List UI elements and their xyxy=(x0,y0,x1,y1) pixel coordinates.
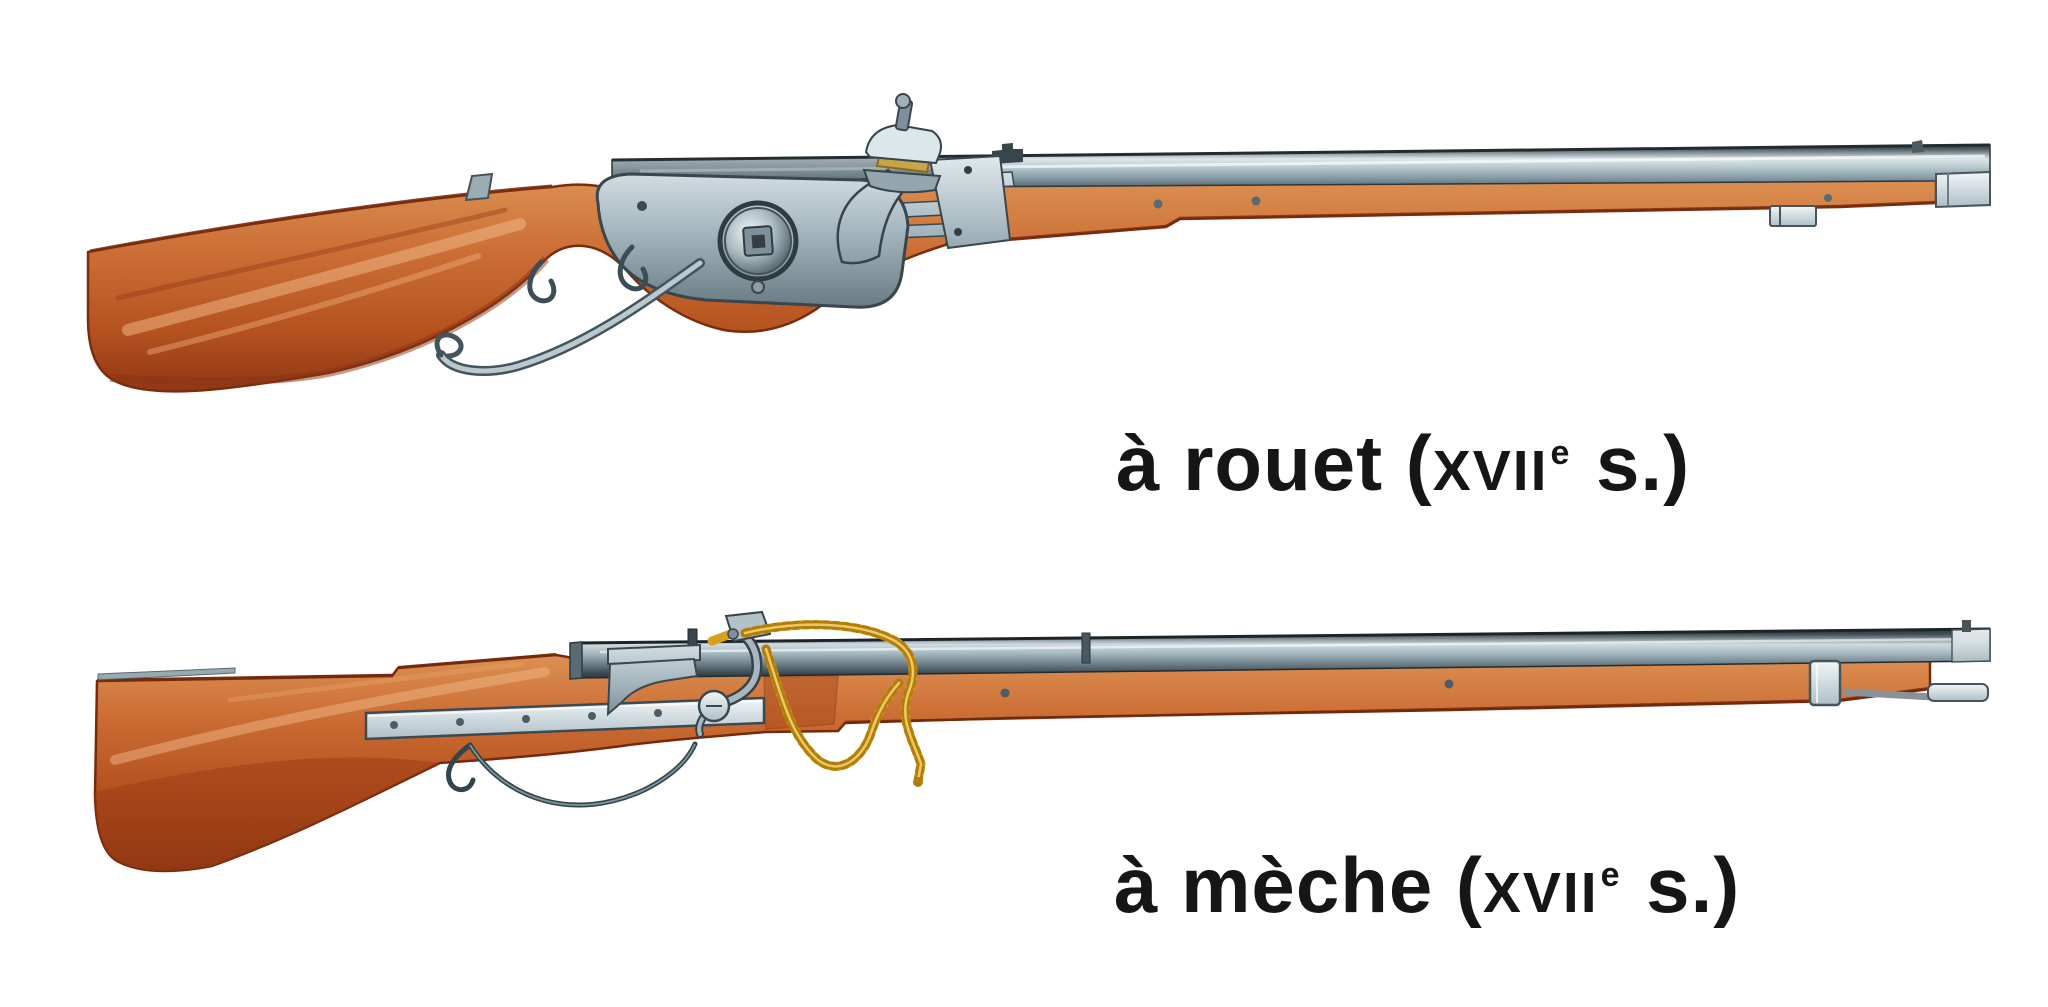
muzzle-cap xyxy=(1951,628,1991,663)
caption-superscript: e xyxy=(1550,434,1570,472)
ramrod-tip xyxy=(1927,683,1989,702)
match-cord xyxy=(740,620,926,787)
wheellock-stock xyxy=(86,175,1938,393)
matchlock-caption: à mèche (XVIIe s.) xyxy=(978,768,1740,1002)
caption-roman-numeral: XVII xyxy=(1432,439,1549,503)
front-sight xyxy=(1962,620,1971,632)
matchlock-trigger-guard xyxy=(446,741,698,808)
matchlock-musket-illustration xyxy=(93,610,1991,873)
caption-text: à mèche ( xyxy=(1114,841,1483,929)
wheel xyxy=(717,200,799,282)
caption-roman-numeral: XVII xyxy=(1482,861,1599,925)
caption-text: s.) xyxy=(1573,419,1691,507)
barrel-pin xyxy=(1081,632,1091,664)
trigger xyxy=(527,259,557,304)
caption-superscript: e xyxy=(1600,856,1620,894)
pan xyxy=(606,657,699,717)
dog-arm xyxy=(836,168,908,265)
rear-sight xyxy=(687,628,698,647)
matchlock-barrel xyxy=(569,620,1991,680)
ramrod xyxy=(1842,688,1936,701)
caption-text: s.) xyxy=(1623,841,1741,929)
wheellock-mechanism xyxy=(595,93,1015,309)
wheellock-musket-illustration xyxy=(86,93,1991,393)
wheellock-trigger-guard xyxy=(434,244,705,376)
barrel-band xyxy=(1808,659,1842,707)
caption-text: à rouet ( xyxy=(1116,419,1433,507)
illustration-plate: à rouet (XVIIe s.) xyxy=(86,93,1991,924)
matchlock-band-and-ramrod xyxy=(1808,659,1989,707)
sling-fitting xyxy=(1769,205,1817,227)
front-sight xyxy=(1912,140,1924,153)
muzzle-cap xyxy=(1935,170,1991,209)
wheellock-forestock-fittings xyxy=(1153,194,1832,227)
comb-stud xyxy=(464,172,494,202)
wheellock-caption: à rouet (XVIIe s.) xyxy=(980,346,1690,580)
dog-jaws xyxy=(864,123,942,165)
